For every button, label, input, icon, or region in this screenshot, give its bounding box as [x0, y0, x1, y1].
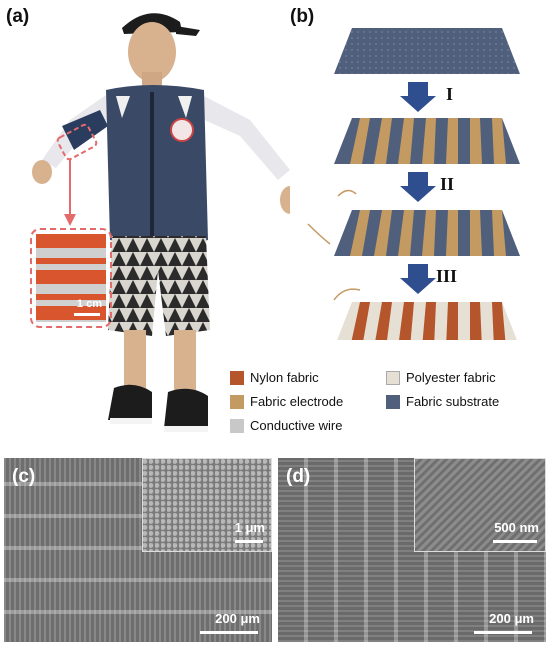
- step-label-1: I: [446, 84, 454, 104]
- inset-scalebar-a: [74, 313, 100, 316]
- sem-inset-scale-label-d: 500 nm: [494, 520, 539, 535]
- fabric-inset-a: 1 cm: [30, 228, 112, 328]
- step-label-2: II: [440, 174, 455, 194]
- legend-label-nylon: Nylon fabric: [250, 370, 319, 385]
- sem-inset-d: 500 nm: [414, 458, 546, 552]
- legend-swatch-wire: [230, 418, 244, 433]
- sem-inset-scalebar-d: [493, 540, 537, 543]
- legend-swatch-polyester: [386, 370, 400, 385]
- panel-label-a: (a): [6, 6, 30, 27]
- sem-image-d: 500 nm (d) 200 μm: [278, 458, 546, 642]
- mannequin-illustration: [32, 13, 290, 432]
- inset-scale-label-a: 1 cm: [76, 298, 102, 310]
- legend-label-wire: Conductive wire: [250, 418, 343, 433]
- panel-label-d: (d): [286, 466, 311, 487]
- sem-image-c: 1 μm (c) 200 μm: [4, 458, 272, 642]
- legend-electrode: Fabric electrode: [230, 394, 343, 409]
- legend-swatch-substrate: [386, 394, 400, 409]
- panel-label-b: (b): [290, 6, 315, 27]
- legend-nylon: Nylon fabric: [230, 370, 319, 385]
- sem-inset-scalebar-c: [235, 540, 263, 543]
- legend-label-substrate: Fabric substrate: [406, 394, 500, 409]
- legend-swatch-nylon: [230, 370, 244, 385]
- sem-inset-scale-label-c: 1 μm: [234, 520, 265, 535]
- legend-substrate: Fabric substrate: [386, 394, 499, 409]
- sem-scalebar-d: [474, 631, 532, 634]
- sem-scale-label-d: 200 μm: [489, 611, 534, 626]
- legend-label-polyester: Polyester fabric: [406, 370, 496, 385]
- legend-swatch-electrode: [230, 394, 244, 409]
- fabrication-diagram: [307, 28, 520, 340]
- sem-inset-c: 1 μm: [142, 458, 272, 552]
- panel-label-c: (c): [12, 466, 36, 487]
- sem-scale-label-c: 200 μm: [215, 611, 260, 626]
- legend-label-electrode: Fabric electrode: [250, 394, 344, 409]
- legend-wire: Conductive wire: [230, 418, 343, 433]
- step-label-3: III: [436, 266, 458, 286]
- legend-polyester: Polyester fabric: [386, 370, 496, 385]
- sem-scalebar-c: [200, 631, 258, 634]
